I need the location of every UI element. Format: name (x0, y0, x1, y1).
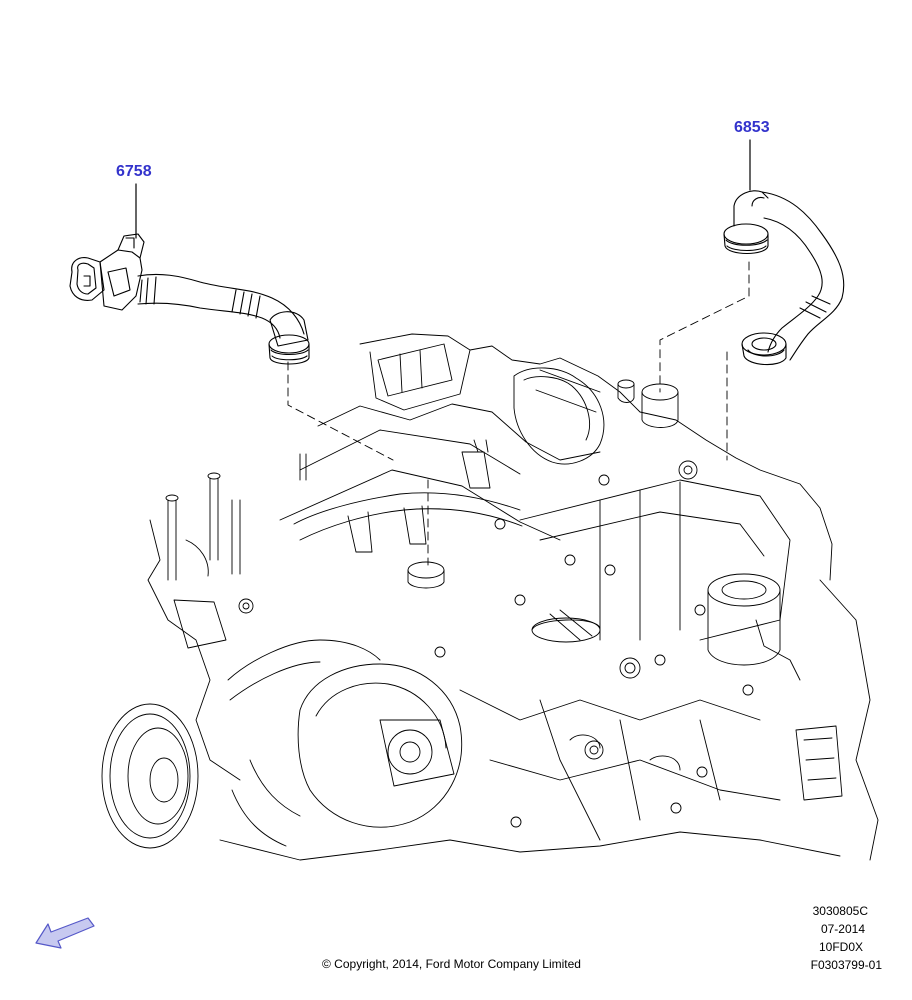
part-number-6758[interactable]: 6758 (116, 163, 152, 180)
illustration-code: 3030805C (812, 904, 868, 918)
illustration-date: 07-2014 (820, 922, 865, 936)
dashed-guides (287, 261, 750, 566)
engine-assembly (101, 333, 879, 861)
arrow-back-icon[interactable] (35, 917, 95, 949)
model-code: 10FD0X (818, 940, 863, 954)
leader-lines (135, 139, 751, 239)
hose-6853[interactable] (723, 190, 845, 366)
hose-6758[interactable] (69, 233, 310, 365)
figure-id: F0303799-01 (810, 958, 882, 972)
copyright-notice: © Copyright, 2014, Ford Motor Company Li… (322, 957, 581, 971)
part-number-6853[interactable]: 6853 (734, 119, 770, 136)
